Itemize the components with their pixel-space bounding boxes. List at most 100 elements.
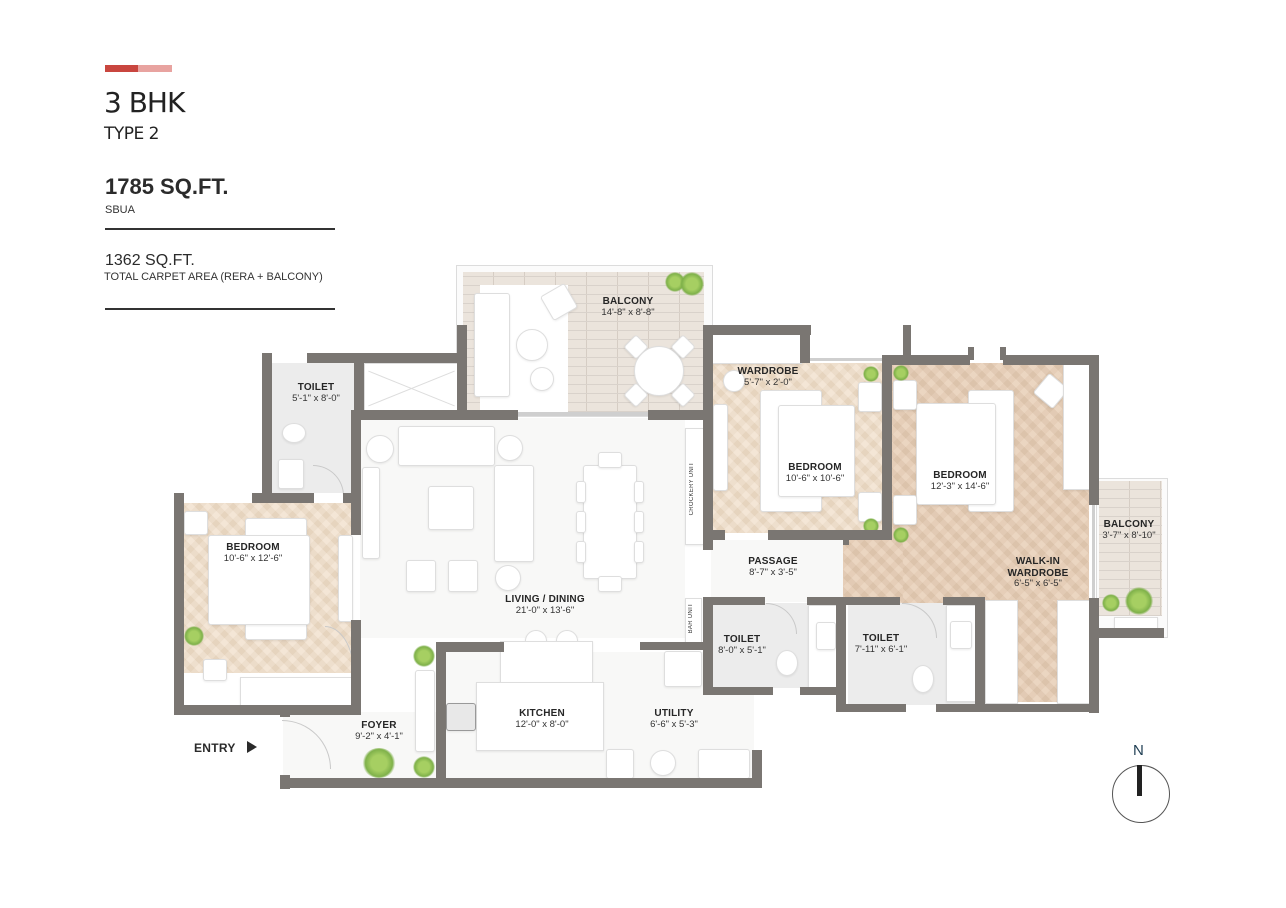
compass-north-label: N — [1133, 742, 1144, 759]
unit-type-title: 3 BHK — [104, 86, 185, 119]
wardrobe-left — [985, 600, 1018, 704]
toilet-wc — [776, 650, 798, 676]
accent-bar-secondary — [138, 65, 172, 72]
wall — [810, 358, 886, 361]
crockery-unit-label: CROCKERY UNIT — [689, 462, 695, 516]
wall — [703, 687, 773, 695]
plant-icon — [184, 626, 204, 646]
wall — [768, 530, 888, 540]
wall — [703, 597, 713, 695]
unit-variant: TYPE 2 — [104, 124, 159, 144]
wall — [351, 620, 361, 715]
carpet-area-value: 1362 SQ.FT. — [105, 252, 195, 269]
dining-table — [583, 465, 637, 579]
wall — [457, 325, 467, 415]
room-label-kitchen: KITCHEN 12'-0" x 8'-0" — [515, 708, 569, 730]
sofa — [494, 465, 534, 562]
wall — [843, 535, 849, 545]
wall — [262, 353, 272, 503]
wall — [1089, 628, 1164, 638]
passage-wood-floor — [843, 540, 903, 603]
north-arrow-icon — [1137, 765, 1142, 796]
utility-sink — [698, 749, 750, 779]
dining-chair — [576, 481, 586, 503]
carpet-area-label: TOTAL CARPET AREA (RERA + BALCONY) — [104, 271, 323, 283]
plant-icon — [863, 366, 879, 382]
tv-unit — [713, 404, 728, 491]
toilet-basin — [950, 621, 972, 649]
side-table — [858, 382, 882, 412]
bar-unit-label: BAR UNIT — [688, 603, 694, 634]
wall — [280, 705, 290, 717]
fridge — [664, 651, 702, 687]
dining-chair — [634, 511, 644, 533]
wall — [1092, 505, 1095, 598]
wall — [836, 704, 906, 712]
room-label-bedroom-2: BEDROOM 10'-6" x 10'-6" — [785, 462, 845, 484]
stool — [203, 659, 227, 681]
dining-chair — [598, 452, 622, 468]
wall — [800, 687, 846, 695]
wall — [882, 355, 892, 540]
bed-frame — [916, 403, 996, 505]
wall — [807, 597, 847, 605]
room-label-wardrobe: WARDROBE 5'-7" x 2'-0" — [737, 366, 799, 388]
side-table — [893, 495, 917, 525]
wall — [975, 597, 985, 705]
washing-machine-icon — [650, 750, 676, 776]
shaft — [364, 363, 459, 413]
wall — [280, 778, 762, 788]
wall — [252, 493, 312, 503]
plant-icon — [893, 527, 909, 543]
wall — [354, 353, 364, 418]
room-label-toilet-1: TOILET 5'-1" x 8'-0" — [292, 382, 340, 404]
wall — [648, 410, 703, 420]
balcony-side-table — [516, 329, 548, 361]
plant-icon — [362, 748, 396, 778]
entry-arrow-icon — [247, 741, 257, 753]
room-label-toilet-2: TOILET 8'-0" x 5'-1" — [718, 634, 766, 656]
wall — [518, 412, 648, 416]
accent-bar-primary — [105, 65, 138, 72]
wardrobe — [712, 330, 802, 364]
wall — [703, 325, 713, 550]
room-label-toilet-3: TOILET 7'-11" x 6'-1" — [854, 633, 908, 655]
toilet-wc — [282, 423, 306, 443]
stove-icon — [446, 703, 476, 731]
toilet-wc — [912, 665, 934, 693]
wall — [436, 642, 504, 652]
wall — [262, 353, 270, 363]
wall — [836, 597, 846, 712]
toilet-basin — [278, 459, 304, 489]
wall — [800, 325, 810, 363]
bed-frame — [208, 535, 310, 625]
tv-unit — [338, 535, 353, 622]
armchair — [406, 560, 436, 592]
room-label-walk-in-wardrobe: WALK-IN WARDROBE 6'-5" x 6'-5" — [1007, 556, 1069, 589]
wall — [752, 750, 762, 788]
pouf — [723, 370, 745, 392]
sink-icon — [606, 749, 634, 779]
dresser — [1063, 363, 1091, 490]
balcony-sofa — [474, 293, 510, 397]
sbua-label: SBUA — [105, 204, 135, 216]
room-label-passage: PASSAGE 8'-7" x 3'-5" — [748, 556, 798, 578]
wall — [1089, 355, 1099, 505]
armchair — [448, 560, 478, 592]
room-label-bedroom-1: BEDROOM 10'-6" x 12'-6" — [223, 542, 283, 564]
wardrobe — [240, 677, 354, 707]
toilet-counter — [946, 605, 978, 702]
balcony-stool — [530, 367, 554, 391]
wall — [174, 705, 361, 715]
sbua-value: 1785 SQ.FT. — [105, 174, 229, 199]
plant-icon — [413, 645, 435, 667]
dining-chair — [634, 481, 644, 503]
wall — [174, 493, 184, 715]
wardrobe-right — [1057, 600, 1091, 704]
wall — [882, 355, 970, 365]
side-table — [495, 565, 521, 591]
side-table — [893, 380, 917, 410]
entry-label: ENTRY — [194, 741, 236, 755]
wall — [903, 325, 911, 360]
toilet-basin — [816, 622, 836, 650]
